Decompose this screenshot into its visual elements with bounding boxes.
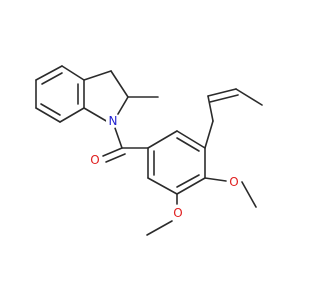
bond — [35, 65, 63, 81]
bond — [83, 70, 112, 81]
alkene-double-bond — [209, 94, 239, 103]
bond — [235, 88, 263, 106]
bond — [35, 107, 61, 123]
chemical-structure-diagram: N O O O — [35, 65, 263, 236]
atom-labels: N O O O — [88, 114, 241, 220]
bond — [83, 107, 109, 123]
methoxy-oxygen-label: O — [229, 175, 238, 189]
double-bond-inner — [176, 174, 200, 188]
double-bond-inner — [41, 72, 63, 85]
carbonyl-oxygen-label: O — [90, 153, 99, 167]
bond — [117, 96, 129, 115]
bond — [241, 181, 257, 208]
propenyl-group — [204, 88, 263, 149]
methoxy-oxygen-label: O — [173, 206, 182, 220]
pyrrolidine-ring — [83, 70, 159, 123]
indoline-benzene-ring — [35, 65, 85, 123]
carbonyl-double-bond — [102, 147, 123, 157]
alkene-double-bond — [207, 88, 237, 97]
double-bond-inner — [40, 103, 61, 116]
bond — [61, 65, 85, 81]
amide-linkage — [102, 127, 149, 163]
trisubstituted-benzene-ring — [147, 130, 206, 195]
bond — [176, 130, 206, 149]
nitrogen-atom-label: N — [109, 114, 118, 128]
bond — [207, 95, 214, 122]
bond — [147, 130, 178, 149]
bond — [204, 177, 227, 182]
bond — [59, 107, 85, 123]
bond — [114, 127, 123, 149]
bond — [147, 177, 178, 195]
carbonyl-double-bond — [105, 153, 126, 163]
bond — [204, 120, 214, 149]
bond — [110, 70, 129, 98]
bond — [146, 220, 173, 236]
methoxy-groups — [146, 177, 257, 236]
double-bond-inner — [176, 137, 200, 152]
bond — [176, 177, 206, 195]
